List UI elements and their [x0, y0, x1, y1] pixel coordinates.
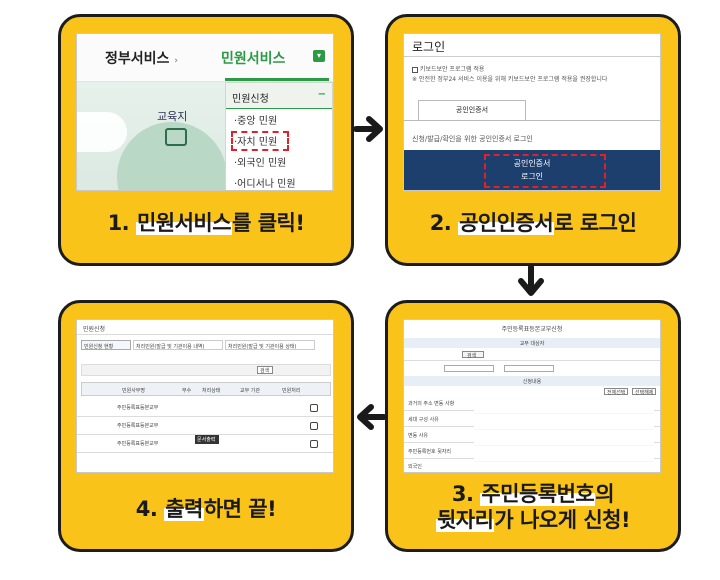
- print-icon[interactable]: [310, 404, 318, 412]
- menu-item-central[interactable]: ·중앙 민원: [234, 116, 278, 127]
- radio-options-area[interactable]: [474, 398, 654, 468]
- menu-item-foreigner[interactable]: ·외국인 민원: [234, 158, 287, 169]
- divider: [404, 56, 660, 57]
- certificate-login-button[interactable]: 공인인증서 로그인: [404, 150, 660, 190]
- step-4-card: 민원신청 민원신청 현황 처리민원(발급 및 기관이용 내역) 처리민원(발급 …: [58, 300, 354, 552]
- nav-gov-service[interactable]: 정부서비스 ›: [105, 51, 178, 67]
- arrow-left-icon: [357, 404, 387, 430]
- print-icon[interactable]: [310, 440, 318, 448]
- step-1-screenshot: 정부서비스 › 민원서비스 ▾ 교육지 민원신청 − ·중앙 민원 ·자치 민원…: [76, 33, 334, 191]
- cloud-icon: [77, 112, 127, 152]
- arrow-right-icon: [353, 116, 383, 142]
- notice-text: ※ 안전한 정부24 서비스 이용을 위해 키보드보안 프로그램 적용을 권장합…: [412, 76, 608, 83]
- deselect-button[interactable]: 선택해제: [632, 388, 656, 396]
- top-navigation: 정부서비스 › 민원서비스 ▾: [77, 34, 333, 82]
- row-label-household: 세대 구성 사유: [408, 417, 439, 423]
- step-2-card: 로그인 키보드보안 프로그램 적용 ※ 안전한 정부24 서비스 이용을 위해 …: [385, 14, 681, 266]
- section-bar-2: 신청내용: [404, 376, 660, 386]
- search-button[interactable]: 검색: [257, 366, 273, 374]
- checkbox-icon[interactable]: [412, 66, 418, 73]
- hero-text: 교육지: [157, 110, 188, 123]
- print-button[interactable]: 문서출력: [195, 435, 219, 444]
- highlight-box: [484, 154, 606, 188]
- keyboard-security-option[interactable]: 키보드보안 프로그램 적용: [412, 64, 484, 73]
- table-row[interactable]: 주민등록표등본교부: [117, 441, 159, 447]
- arrow-down-icon: [518, 264, 544, 296]
- select-field[interactable]: [444, 365, 494, 372]
- section-bar-1: 교부 대상자: [404, 338, 660, 348]
- table-row[interactable]: 주민등록표등본교부: [117, 423, 159, 429]
- row-label-address: 과거의 주소 변동 사항: [408, 401, 455, 407]
- menu-item-local[interactable]: ·자치 민원: [234, 137, 278, 148]
- tab-status[interactable]: 민원신청 현황: [81, 340, 131, 350]
- monitor-icon: [165, 128, 187, 146]
- collapse-icon[interactable]: −: [317, 89, 326, 100]
- row-label-resident-number: 주민등록번호 뒷자리: [408, 449, 451, 455]
- nav-civil-service[interactable]: 민원서비스: [221, 51, 286, 67]
- tab-divider: [404, 120, 660, 121]
- tab-certificate[interactable]: 공인인증서: [418, 100, 526, 120]
- active-underline: [225, 78, 329, 81]
- step-3-caption: 3. 주민등록번호의 뒷자리가 나오게 신청!: [435, 482, 631, 532]
- table-row[interactable]: 주민등록표등본교부: [117, 405, 159, 411]
- select-all-button[interactable]: 전체선택: [604, 388, 628, 396]
- step-4-screenshot: 민원신청 민원신청 현황 처리민원(발급 및 기관이용 내역) 처리민원(발급 …: [76, 319, 334, 473]
- civil-dropdown-menu: 민원신청 − ·중앙 민원 ·자치 민원 ·외국인 민원 ·어디서나 민원: [225, 82, 333, 190]
- row-label-change: 변동 사유: [408, 433, 428, 439]
- tab-processed-history[interactable]: 처리민원(발급 및 기관이용 내역): [133, 340, 223, 350]
- table-header: 민원사무명 부수 처리상태 교부 기관 민원처리: [81, 382, 331, 396]
- highlight-box: [231, 131, 289, 151]
- step-1-caption: 1. 민원서비스를 클릭!: [107, 211, 305, 235]
- dropdown-icon[interactable]: ▾: [313, 50, 325, 62]
- row-label-foreigner: 외국인: [408, 464, 422, 470]
- step-2-caption: 2. 공인인증서로 로그인: [429, 211, 637, 235]
- step-3-screenshot: 주민등록표등본교부신청 교부 대상자 검색 신청내용 전체선택 선택해제 과거의…: [403, 319, 661, 473]
- search-button[interactable]: 검색: [462, 351, 484, 359]
- menu-item-anywhere[interactable]: ·어디서나 민원: [234, 179, 296, 190]
- step-1-card: 정부서비스 › 민원서비스 ▾ 교육지 민원신청 − ·중앙 민원 ·자치 민원…: [58, 14, 354, 266]
- page-title: 민원신청: [83, 326, 106, 333]
- form-title: 주민등록표등본교부신청: [501, 326, 563, 333]
- chevron-down-icon: ›: [174, 56, 178, 66]
- menu-header: 민원신청 −: [226, 83, 332, 109]
- step-4-caption: 4. 출력하면 끝!: [135, 497, 277, 521]
- step-3-card: 주민등록표등본교부신청 교부 대상자 검색 신청내용 전체선택 선택해제 과거의…: [385, 300, 681, 552]
- search-bar: [81, 364, 331, 376]
- print-icon[interactable]: [310, 422, 318, 430]
- info-text: 신청/발급/확인을 위한 공인인증서 로그인: [412, 135, 533, 143]
- login-title: 로그인: [412, 40, 446, 54]
- select-field-2[interactable]: [504, 365, 554, 372]
- step-2-screenshot: 로그인 키보드보안 프로그램 적용 ※ 안전한 정부24 서비스 이용을 위해 …: [403, 33, 661, 191]
- tab-processed-status[interactable]: 처리민원(발급 및 기관이용 상태): [225, 340, 315, 350]
